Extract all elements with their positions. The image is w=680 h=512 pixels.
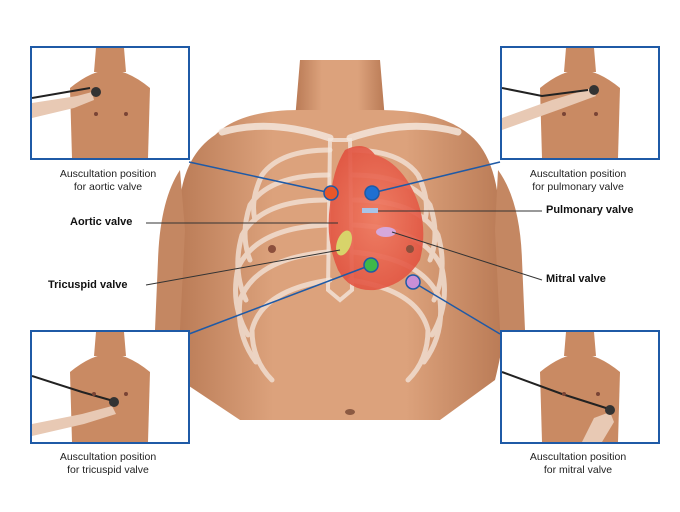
label-mitral-valve: Mitral valve <box>546 273 606 285</box>
navel <box>345 409 355 415</box>
aortic-marker <box>323 185 339 201</box>
left-arm <box>155 170 185 330</box>
label-pulmonary-valve: Pulmonary valve <box>546 204 634 216</box>
sternum <box>325 138 355 303</box>
tricuspid-valve-shape <box>336 230 352 256</box>
label-tricuspid-valve: Tricuspid valve <box>48 279 128 291</box>
thumbnail-aortic <box>30 46 190 160</box>
left-nipple <box>268 245 276 253</box>
pulmonary-valve-shape <box>362 208 378 213</box>
thumbnail-mitral <box>500 330 660 444</box>
caption-aortic: Auscultation position for aortic valve <box>59 168 157 193</box>
pulmonary-marker <box>364 185 380 201</box>
neck <box>295 60 385 120</box>
thumbnail-pulmonary <box>500 46 660 160</box>
label-aortic-valve: Aortic valve <box>70 216 133 228</box>
right-nipple <box>406 245 414 253</box>
stethoscope-head <box>109 397 119 407</box>
clavicles <box>218 122 462 142</box>
stethoscope-head <box>589 85 599 95</box>
connector-lines <box>188 161 501 335</box>
tricuspid-marker <box>363 257 379 273</box>
caption-mitral: Auscultation position for mitral valve <box>529 451 627 476</box>
stethoscope-head <box>605 405 615 415</box>
caption-tricuspid: Auscultation position for tricuspid valv… <box>59 451 157 476</box>
thumbnail-tricuspid <box>30 330 190 444</box>
right-arm <box>495 170 525 330</box>
heart <box>328 146 424 291</box>
caption-pulmonary: Auscultation position for pulmonary valv… <box>529 168 627 193</box>
stethoscope-head <box>91 87 101 97</box>
mitral-valve-shape <box>376 227 396 237</box>
mitral-marker <box>405 274 421 290</box>
label-lines <box>145 210 543 286</box>
